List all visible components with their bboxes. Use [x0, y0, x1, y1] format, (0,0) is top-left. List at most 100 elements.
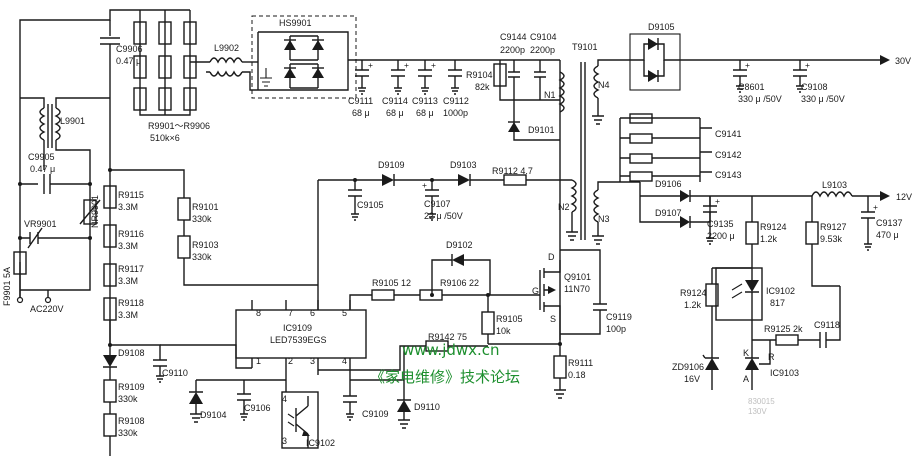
label-pin-a: A	[743, 374, 749, 384]
label-c9137: C9137	[876, 218, 903, 228]
label-r9103: R9103	[192, 240, 219, 250]
label-ic9102: IC9102	[766, 286, 795, 296]
resistor-r9901-r9906	[133, 21, 197, 111]
svg-text:+: +	[715, 196, 720, 206]
resistor-r9142	[318, 340, 488, 371]
label-d9109: D9109	[378, 160, 405, 170]
capacitor-c9109-diode-d9110	[343, 346, 411, 429]
arrow-12v-output	[880, 191, 890, 201]
resistor-r9127	[805, 196, 840, 287]
snubber-network	[493, 60, 546, 100]
label-r9116: R9116	[118, 229, 144, 239]
label-r9124: R9124	[760, 222, 787, 232]
label-c9137-value: 470 μ	[876, 230, 899, 240]
label-ac-input: AC220V	[30, 304, 64, 314]
resistor-r9125	[752, 334, 820, 346]
label-c9135: C9135	[707, 219, 734, 229]
label-c9107-value: 22 μ /50V	[424, 211, 463, 221]
watermark-url: www.jdwx.cn	[402, 341, 500, 359]
label-c9113-value: 68 μ	[416, 108, 434, 118]
label-r9105b-value: 10k	[496, 326, 511, 336]
label-c9107: C9107	[424, 199, 451, 209]
label-pin-8: 8	[256, 308, 261, 318]
label-d9101: D9101	[528, 125, 555, 135]
label-out-12v: 12V	[896, 192, 912, 202]
label-r9101-value: 330k	[192, 214, 212, 224]
label-c9113: C9113	[412, 96, 438, 106]
resistor-r9124	[745, 196, 759, 268]
capacitor-c9114: +	[391, 60, 409, 95]
svg-text:+: +	[431, 60, 436, 70]
label-c8601: C8601	[738, 82, 765, 92]
label-r9124b: R9124	[680, 288, 707, 298]
label-r9115: R9115	[118, 190, 144, 200]
label-d9103: D9103	[450, 160, 477, 170]
label-c9112-value: 1000p	[443, 108, 468, 118]
label-zd9106: ZD9106	[672, 362, 704, 372]
label-pin-4b: 4	[282, 394, 287, 404]
label-nr9901: NR9901	[90, 195, 100, 228]
label-r9124b-value: 1.2k	[684, 300, 702, 310]
label-r9111-value: 0.18	[568, 370, 586, 380]
startup-resistor-string	[103, 168, 117, 321]
label-q9101: Q9101	[564, 272, 591, 282]
resistor-r9111	[488, 320, 567, 399]
resistor-r9101-r9103	[110, 169, 318, 286]
label-n1: N1	[544, 90, 556, 100]
label-n3: N3	[598, 214, 610, 224]
label-d9110: D9110	[414, 402, 440, 412]
label-pin-r: R	[768, 352, 775, 362]
label-pin-g: G	[532, 286, 539, 296]
label-r9108-value: 330k	[118, 428, 138, 438]
label-r9127: R9127	[820, 222, 847, 232]
label-c9905: C9905	[28, 152, 55, 162]
label-r9104-value: 82k	[475, 82, 490, 92]
diode-d9101	[508, 100, 560, 141]
label-r9108: R9108	[118, 416, 145, 426]
label-c9141: C9141	[715, 129, 742, 139]
label-l9902: L9902	[214, 43, 239, 53]
label-hs9901: HS9901	[279, 18, 312, 28]
label-d9102: D9102	[446, 240, 473, 250]
capacitor-c9113: +	[418, 60, 436, 95]
label-r9104: R9104	[466, 70, 493, 80]
inductor-l9103	[811, 191, 880, 198]
label-r9109: R9109	[118, 382, 145, 392]
label-r9127-value: 9.53k	[820, 234, 843, 244]
label-c9108: C9108	[801, 82, 828, 92]
label-d9108: D9108	[118, 348, 145, 358]
label-r9118-value: 3.3M	[118, 310, 138, 320]
label-q9101-value: 11N70	[564, 284, 590, 294]
label-c9906-value: 0.47 μ	[116, 56, 141, 66]
label-r9125: R9125 2k	[764, 324, 803, 334]
label-ic9103: IC9103	[770, 368, 799, 378]
diode-d9105-package	[629, 33, 681, 91]
label-d9105: D9105	[648, 22, 675, 32]
label-d9104: D9104	[200, 410, 227, 420]
label-pin-2: 2	[288, 356, 293, 366]
label-pin-s: S	[550, 314, 556, 324]
label-pin-3b: 3	[282, 436, 287, 446]
label-c9144: C9144	[500, 32, 527, 42]
label-c9906: C9906	[116, 44, 143, 54]
label-zd9106-value: 16V	[684, 374, 700, 384]
label-c9104: C9104	[530, 32, 557, 42]
label-pin-k: K	[743, 348, 749, 358]
label-n4: N4	[598, 80, 610, 90]
label-c8601-value: 330 μ /50V	[738, 94, 782, 104]
svg-text:+: +	[745, 60, 750, 70]
label-pin-1: 1	[256, 356, 261, 366]
label-c9105: C9105	[357, 200, 384, 210]
label-r-range-value: 510k×6	[150, 133, 180, 143]
label-gray-2: 130V	[748, 407, 767, 416]
watermark-forum: 《家电维修》技术论坛	[370, 368, 520, 386]
shunt-regulator-ic9103	[745, 320, 771, 390]
capacitor-c9119	[560, 249, 607, 335]
capacitor-c9111: +	[355, 60, 373, 95]
label-c9144-value: 2200p	[500, 45, 525, 55]
label-pin-4: 4	[342, 356, 347, 366]
transformer-t9101	[558, 59, 640, 245]
label-t9101: T9101	[572, 42, 598, 52]
label-r9118: R9118	[118, 298, 144, 308]
label-pin-3: 3	[310, 356, 315, 366]
